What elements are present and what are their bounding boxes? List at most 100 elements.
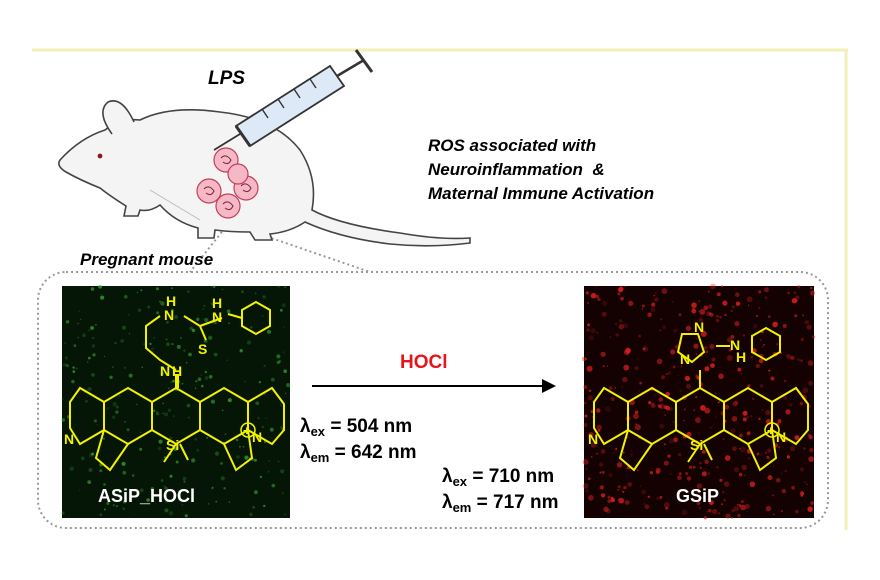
speckle-dot xyxy=(139,447,143,451)
speckle-dot xyxy=(659,329,662,332)
speckle-dot xyxy=(693,343,699,349)
speckle-dot xyxy=(235,438,239,442)
product-atom-n-ring-top: N xyxy=(694,319,704,335)
probe-fluorescence-image xyxy=(62,286,290,518)
speckle-dot xyxy=(784,469,788,473)
speckle-dot xyxy=(639,485,642,487)
speckle-dot xyxy=(738,472,743,477)
speckle-dot xyxy=(221,288,224,291)
speckle-dot xyxy=(62,363,67,367)
ros-line-3: Maternal Immune Activation xyxy=(428,184,655,203)
speckle-dot xyxy=(244,380,246,383)
speckle-dot xyxy=(728,348,732,352)
probe-ex-value: = 504 nm xyxy=(330,416,413,437)
speckle-dot xyxy=(262,295,266,299)
speckle-dot xyxy=(707,290,710,293)
speckle-dot xyxy=(252,506,255,509)
speckle-dot xyxy=(176,344,181,349)
speckle-dot xyxy=(210,302,214,306)
speckle-dot xyxy=(678,453,682,457)
speckle-dot xyxy=(812,335,816,339)
speckle-dot xyxy=(706,510,709,513)
speckle-dot xyxy=(202,343,206,347)
speckle-dot xyxy=(213,352,218,357)
speckle-dot xyxy=(715,318,720,323)
speckle-dot xyxy=(206,437,209,439)
syringe-icon xyxy=(213,49,374,151)
speckle-dot xyxy=(647,495,650,498)
speckle-dot xyxy=(747,304,750,306)
speckle-dot xyxy=(641,489,647,495)
speckle-dot xyxy=(657,394,660,397)
speckle-dot xyxy=(634,410,639,415)
speckle-dot xyxy=(149,342,152,345)
speckle-dot xyxy=(581,356,587,362)
speckle-dot xyxy=(616,462,623,468)
speckle-dot xyxy=(122,470,127,475)
speckle-dot xyxy=(717,512,720,515)
speckle-dot xyxy=(793,291,797,295)
speckle-dot xyxy=(128,333,130,335)
speckle-dot xyxy=(587,323,591,327)
speckle-dot xyxy=(673,437,678,443)
speckle-dot xyxy=(731,305,735,309)
speckle-dot xyxy=(768,369,771,372)
speckle-dot xyxy=(677,374,680,377)
speckle-dot xyxy=(203,304,206,308)
speckle-dot xyxy=(137,308,142,312)
product-em-value: = 717 nm xyxy=(476,492,559,513)
speckle-dot xyxy=(810,501,814,505)
speckle-dot xyxy=(284,286,287,289)
embryos xyxy=(196,147,259,219)
speckle-dot xyxy=(615,323,617,325)
speckle-dot xyxy=(96,424,99,426)
speckle-dot xyxy=(775,478,781,483)
speckle-dot xyxy=(698,300,701,302)
speckle-dot xyxy=(783,396,788,400)
speckle-dot xyxy=(170,381,172,383)
speckle-dot xyxy=(703,305,709,311)
speckle-dot xyxy=(159,498,161,501)
speckle-dot xyxy=(143,343,146,346)
speckle-dot xyxy=(617,488,620,491)
probe-atom-nh-meso: N xyxy=(160,363,170,379)
speckle-dot xyxy=(608,473,613,477)
ros-line-1: ROS associated with xyxy=(428,136,597,155)
product-ex-symbol: λ xyxy=(442,466,453,487)
speckle-dot xyxy=(596,331,599,334)
speckle-dot xyxy=(644,504,650,510)
speckle-dot xyxy=(262,315,264,317)
speckle-dot xyxy=(115,489,118,493)
speckle-dot xyxy=(158,439,163,444)
speckle-dot xyxy=(195,380,198,383)
speckle-dot xyxy=(802,314,804,317)
speckle-dot xyxy=(636,358,639,361)
speckle-dot xyxy=(585,291,589,295)
speckle-dot xyxy=(182,476,187,481)
speckle-dot xyxy=(121,461,126,466)
speckle-dot xyxy=(212,285,216,289)
probe-atom-h-meso: H xyxy=(172,363,182,379)
speckle-dot xyxy=(223,487,226,490)
speckle-dot xyxy=(621,385,624,388)
speckle-dot xyxy=(684,375,691,381)
speckle-dot xyxy=(695,417,701,423)
speckle-dot xyxy=(659,423,665,429)
speckle-dot xyxy=(719,316,722,319)
speckle-dot xyxy=(267,471,270,473)
speckle-dot xyxy=(173,297,176,300)
speckle-dot xyxy=(709,426,713,429)
speckle-dot xyxy=(772,494,775,497)
speckle-dot xyxy=(88,356,91,360)
speckle-dot xyxy=(86,361,89,363)
speckle-dot xyxy=(761,408,764,411)
speckle-dot xyxy=(588,495,594,501)
speckle-dot xyxy=(724,404,730,410)
speckle-dot xyxy=(79,318,82,321)
speckle-dot xyxy=(91,373,95,377)
speckle-dot xyxy=(685,472,689,475)
speckle-dot xyxy=(679,389,683,393)
speckle-dot xyxy=(665,391,670,397)
speckle-dot xyxy=(683,419,685,422)
